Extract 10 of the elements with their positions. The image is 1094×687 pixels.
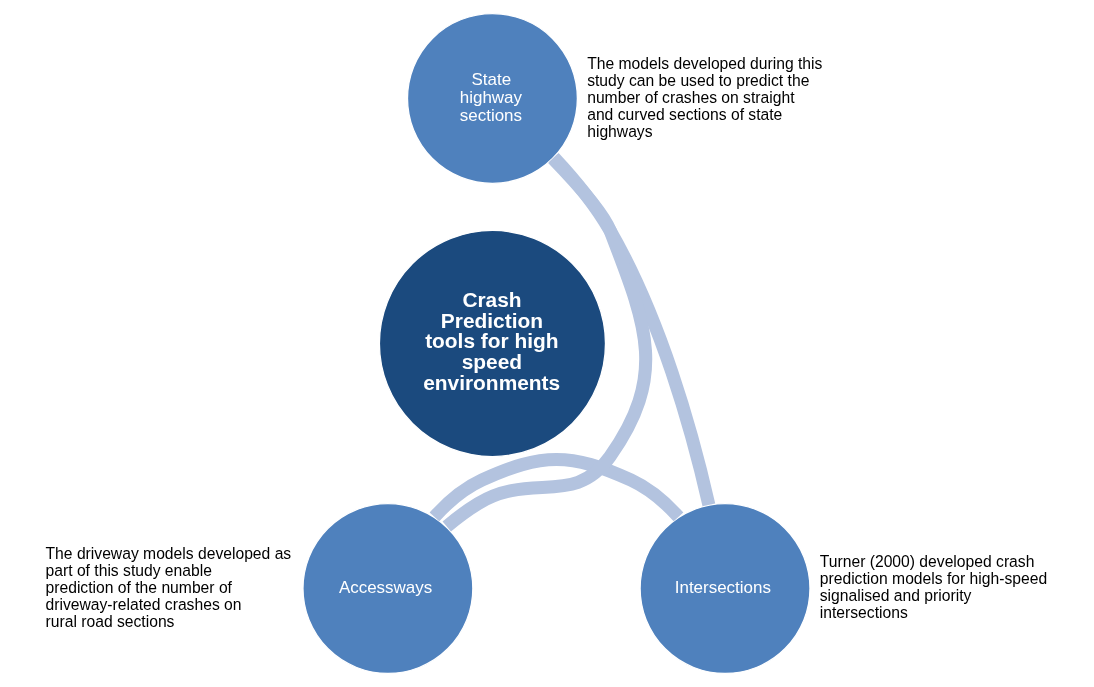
node-circle: Intersections (639, 502, 811, 675)
node-circle: Accessways (302, 502, 474, 675)
node-label: The models developed during this study can be used to predict the number of crashes on straight and curved sections of state highways (587, 54, 823, 140)
connector (549, 152, 716, 507)
connector (429, 453, 684, 522)
node-label: Turner (2000) developed crash prediction models for high-speed signalised and priority intersections (819, 553, 1048, 622)
node-circle: Crash Prediction tools for high speed environments (378, 229, 607, 458)
node-circle: State highway sections (406, 12, 579, 185)
connector (442, 153, 653, 532)
node-label: The driveway models developed as part of this study enable prediction of the number of driveway-related crashes on rural road sections (45, 544, 292, 630)
